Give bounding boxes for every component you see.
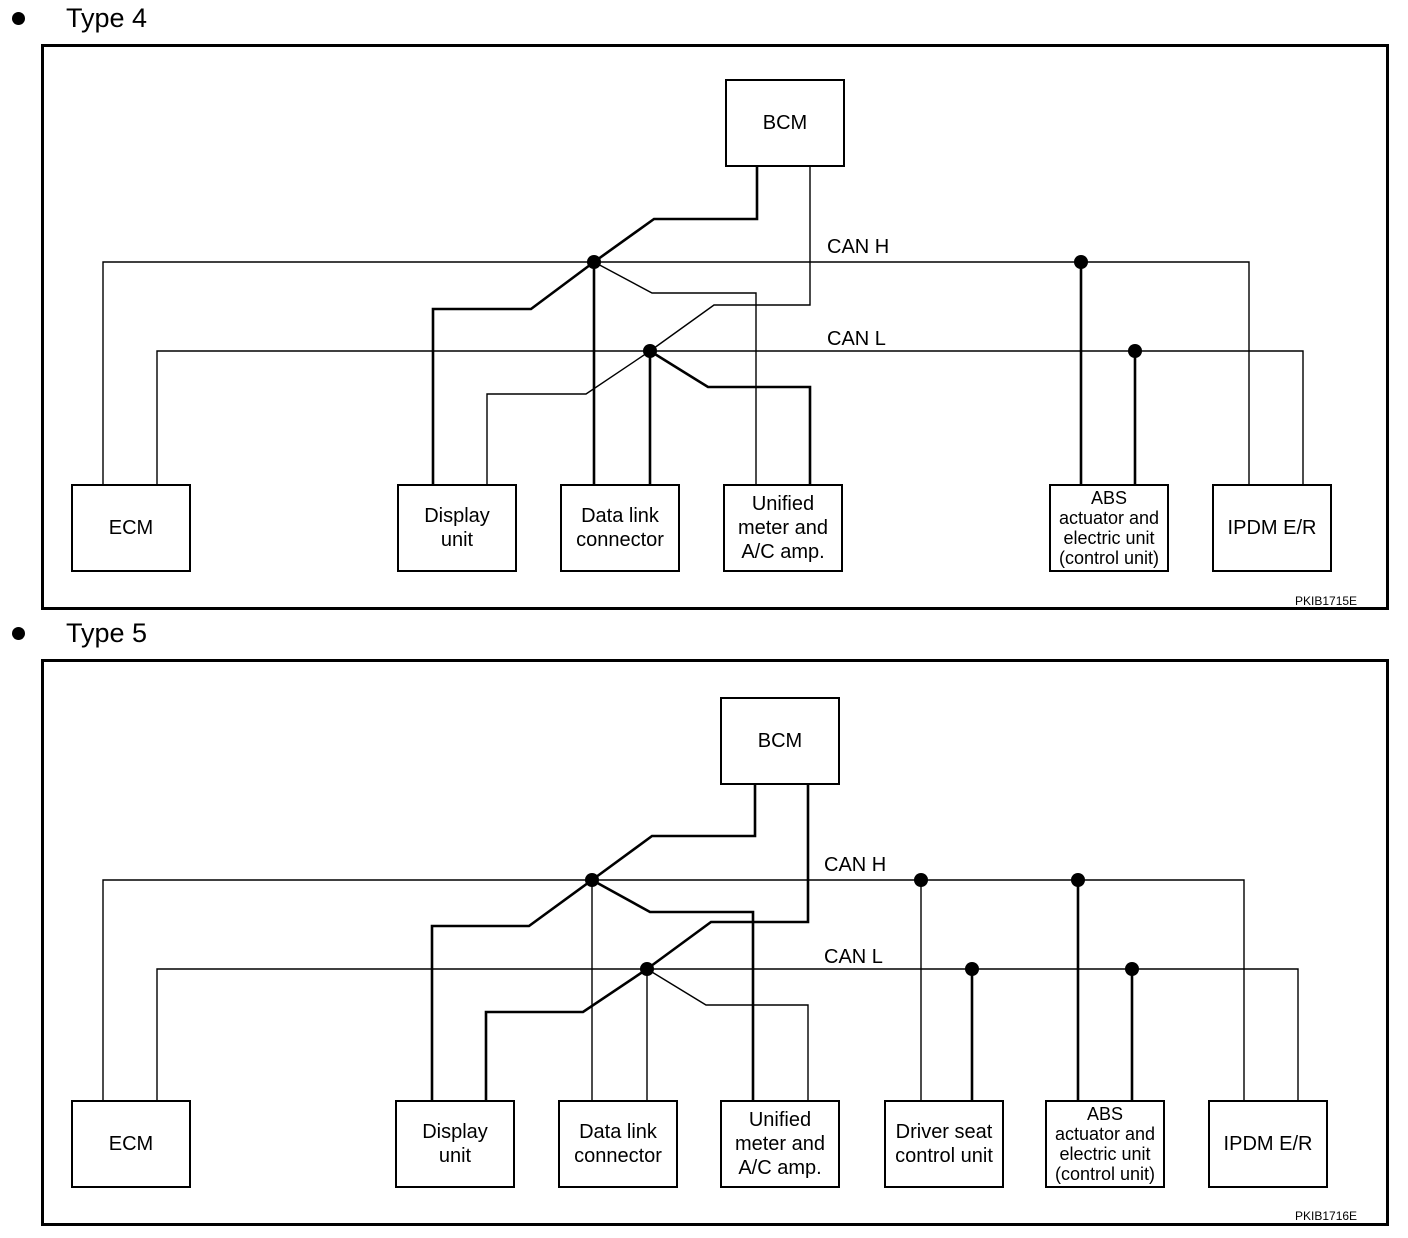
can-l-bus (156, 350, 1304, 487)
driver-seat-can-h-junction (914, 873, 928, 887)
driver-seat-can-l-junction (965, 962, 979, 976)
bcm-can-l-wire (649, 167, 811, 352)
display-can-h-wire (431, 260, 595, 487)
bullet-icon (12, 12, 25, 25)
bcm-box: BCM (720, 697, 840, 785)
unified-meter-box: Unified meter and A/C amp. (720, 1100, 840, 1188)
display-can-h-wire (430, 878, 593, 1102)
can-l-bus (156, 968, 1299, 1102)
data-link-connector-box: Data link connector (558, 1100, 678, 1188)
abs-can-l-junction (1125, 962, 1139, 976)
ipdm-er-box: IPDM E/R (1208, 1100, 1328, 1188)
can-h-junction (587, 255, 601, 269)
bullet-icon (12, 627, 25, 640)
can-h-junction (585, 873, 599, 887)
meter-can-l-wire (646, 968, 809, 1102)
meter-can-h-wire (593, 261, 757, 487)
bcm-box: BCM (725, 79, 845, 167)
display-can-l-wire (486, 350, 651, 487)
abs-actuator-box: ABS actuator and electric unit (control … (1049, 484, 1169, 572)
figure-code: PKIB1716E (1295, 1209, 1358, 1223)
unified-meter-box: Unified meter and A/C amp. (723, 484, 843, 572)
can-h-bus (102, 879, 1245, 1102)
bcm-can-h-wire (593, 167, 759, 264)
bcm-can-h-wire (591, 784, 757, 882)
ecm-box: ECM (71, 484, 191, 572)
data-link-connector-box: Data link connector (560, 484, 680, 572)
type-4-diagram: CAN H CAN L BCM ECM Display unit Data li… (41, 44, 1389, 610)
type-5-wiring (102, 784, 1299, 1102)
display-unit-box: Display unit (395, 1100, 515, 1188)
can-l-junction (640, 962, 654, 976)
abs-actuator-box: ABS actuator and electric unit (control … (1045, 1100, 1165, 1188)
ecm-box: ECM (71, 1100, 191, 1188)
can-h-label: CAN H (827, 236, 890, 258)
meter-can-l-wire (649, 349, 812, 487)
type-5-heading: Type 5 (66, 618, 148, 648)
can-h-label: CAN H (824, 854, 887, 876)
bcm-can-l-wire (646, 784, 810, 971)
abs-can-h-junction (1071, 873, 1085, 887)
figure-code: PKIB1715E (1295, 594, 1358, 608)
abs-can-l-junction (1128, 344, 1142, 358)
type-5-diagram: CAN H CAN L BCM ECM Display unit Data li… (41, 659, 1389, 1226)
meter-can-h-wire (591, 878, 755, 1102)
driver-seat-control-unit-box: Driver seat control unit (884, 1100, 1004, 1188)
type-4-wiring (102, 167, 1304, 487)
can-l-label: CAN L (824, 946, 883, 968)
can-h-bus (102, 261, 1250, 487)
display-can-l-wire (484, 967, 648, 1102)
can-l-label: CAN L (827, 328, 886, 350)
display-unit-box: Display unit (397, 484, 517, 572)
abs-can-h-junction (1074, 255, 1088, 269)
can-l-junction (643, 344, 657, 358)
type-4-heading: Type 4 (66, 3, 148, 33)
ipdm-er-box: IPDM E/R (1212, 484, 1332, 572)
